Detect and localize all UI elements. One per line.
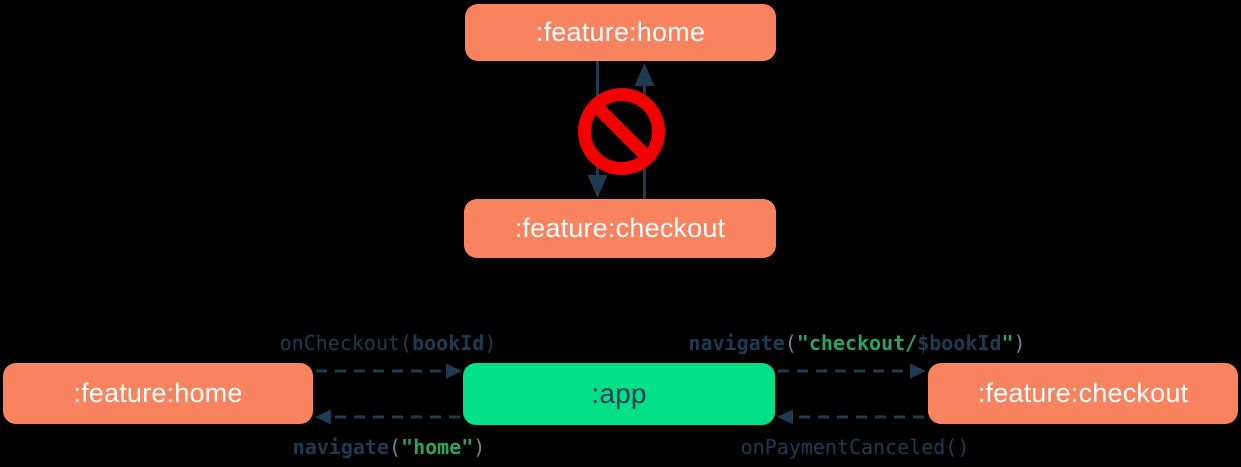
code-token: bookId xyxy=(412,331,485,355)
code-token: ( xyxy=(784,331,797,355)
node-app: :app xyxy=(463,363,775,425)
code-token: ) xyxy=(484,331,497,355)
code-token: onCheckout( xyxy=(279,331,413,355)
edge-label-onpaymentcanceled: onPaymentCanceled() xyxy=(741,436,970,458)
edge-label-oncheckout: onCheckout(bookId) xyxy=(280,332,497,354)
edge-label-navigate-checkout: navigate("checkout/$bookId") xyxy=(688,332,1025,354)
arrow-app-to-checkout xyxy=(778,363,926,379)
code-token: navigate xyxy=(688,331,785,355)
code-token: "home" xyxy=(401,435,474,459)
node-feature-home-top: :feature:home xyxy=(465,4,776,61)
node-label: :feature:checkout xyxy=(977,378,1189,408)
arrow-app-to-home xyxy=(315,409,460,425)
edge-label-navigate-home: navigate("home") xyxy=(293,436,486,458)
node-label: :app xyxy=(591,378,647,409)
code-token: " xyxy=(1001,331,1014,355)
code-token: ) xyxy=(1013,331,1026,355)
node-feature-home-bottom: :feature:home xyxy=(3,363,313,424)
code-token: ( xyxy=(388,435,402,459)
node-feature-checkout-top: :feature:checkout xyxy=(464,199,776,258)
code-token: navigate xyxy=(292,435,389,459)
node-label: :feature:home xyxy=(535,17,706,47)
code-token: "checkout/ xyxy=(796,331,918,355)
node-label: :feature:home xyxy=(73,378,243,408)
code-token: ) xyxy=(473,435,486,459)
no-entry-icon xyxy=(578,88,665,175)
node-label: :feature:checkout xyxy=(514,213,726,243)
code-token: $bookId xyxy=(917,331,1002,355)
node-feature-checkout-bottom: :feature:checkout xyxy=(928,363,1238,424)
code-token: onPaymentCanceled() xyxy=(740,435,970,459)
arrow-home-to-app xyxy=(316,363,462,379)
arrow-checkout-to-app xyxy=(777,409,924,425)
